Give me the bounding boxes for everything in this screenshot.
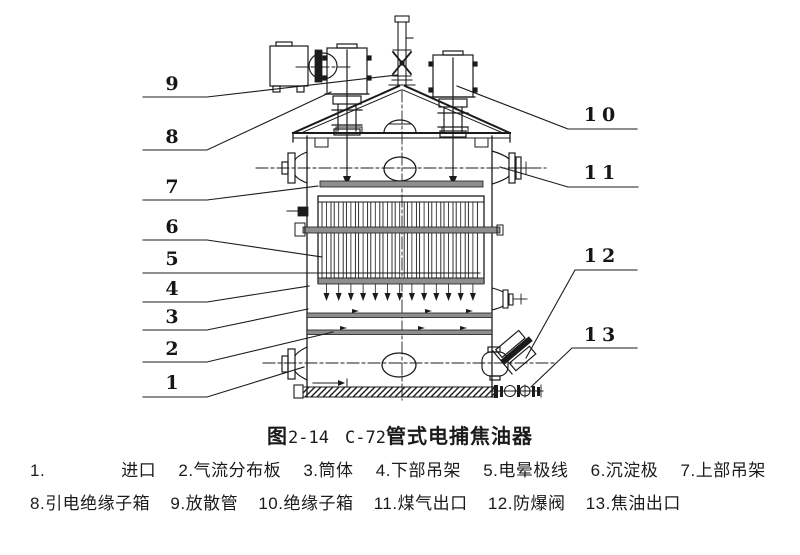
corona-wires [323, 201, 476, 301]
legend-item: 12.防爆阀 [487, 494, 566, 513]
side-handhole [491, 287, 528, 311]
legend-item: 4.下部吊架 [375, 461, 461, 480]
legend-item: 1.进口 [30, 461, 157, 480]
callout-3: 3 [165, 306, 179, 328]
callout-11: 11 [583, 162, 621, 184]
inlet-nozzle [281, 346, 308, 381]
legend-item: 8.引电绝缘子箱 [30, 494, 151, 513]
left-upper-nozzle [281, 151, 308, 184]
caption-model: C-72 [345, 428, 386, 448]
vessel-shell [286, 84, 512, 398]
callout-13: 13 [583, 324, 621, 346]
caption-title: 管式电捕焦油器 [385, 426, 533, 448]
callout-8: 8 [165, 126, 179, 148]
upper-manhole [383, 156, 417, 182]
legend-item: 10.绝缘子箱 [258, 494, 354, 513]
legend-item: 7.上部吊架 [680, 461, 766, 480]
callout-9: 9 [165, 73, 179, 95]
legend-row-2: 8.引电绝缘子箱 9.放散管 10.绝缘子箱 11.煤气出口 12.防爆阀 13… [30, 489, 790, 514]
gas-distribution-plates [306, 309, 493, 335]
callout-6: 6 [165, 216, 179, 238]
legend-item: 2.气流分布板 [178, 461, 282, 480]
explosion-valve [481, 329, 537, 381]
gas-outlet-nozzle [491, 150, 532, 185]
callout-5: 5 [165, 248, 179, 270]
callout-4: 4 [165, 278, 179, 300]
legend-row-1: 1.进口 2.气流分布板 3.筒体 4.下部吊架 5.电晕极线 6.沉淀极 7.… [30, 456, 790, 481]
callout-7: 7 [165, 176, 179, 198]
caption-fig-number: 2-14 [288, 428, 329, 448]
callout-12: 12 [583, 245, 621, 267]
callout-1: 1 [165, 372, 179, 394]
callout-10: 10 [583, 104, 621, 126]
callout-2: 2 [165, 338, 179, 360]
legend-item: 11.煤气出口 [373, 494, 468, 513]
legend-item: 6.沉淀极 [590, 461, 659, 480]
figure-caption: 图2-14 C-72管式电捕焦油器 [0, 420, 800, 448]
insulator-box [428, 50, 478, 186]
leader-lines [142, 74, 639, 398]
legend-item: 5.电晕极线 [483, 461, 569, 480]
upper-suspension-frame [319, 180, 484, 188]
legend-item: 9.放散管 [170, 494, 239, 513]
caption-fig-label: 图 [267, 426, 289, 448]
vent-pipe [388, 15, 416, 86]
legend-item: 13.焦油出口 [585, 494, 681, 513]
centerlines [255, 66, 557, 401]
tar-outlet [491, 384, 544, 398]
legend-item: 3.筒体 [303, 461, 354, 480]
precipitator-tubes [294, 195, 504, 301]
vessel-bottom [293, 352, 497, 399]
